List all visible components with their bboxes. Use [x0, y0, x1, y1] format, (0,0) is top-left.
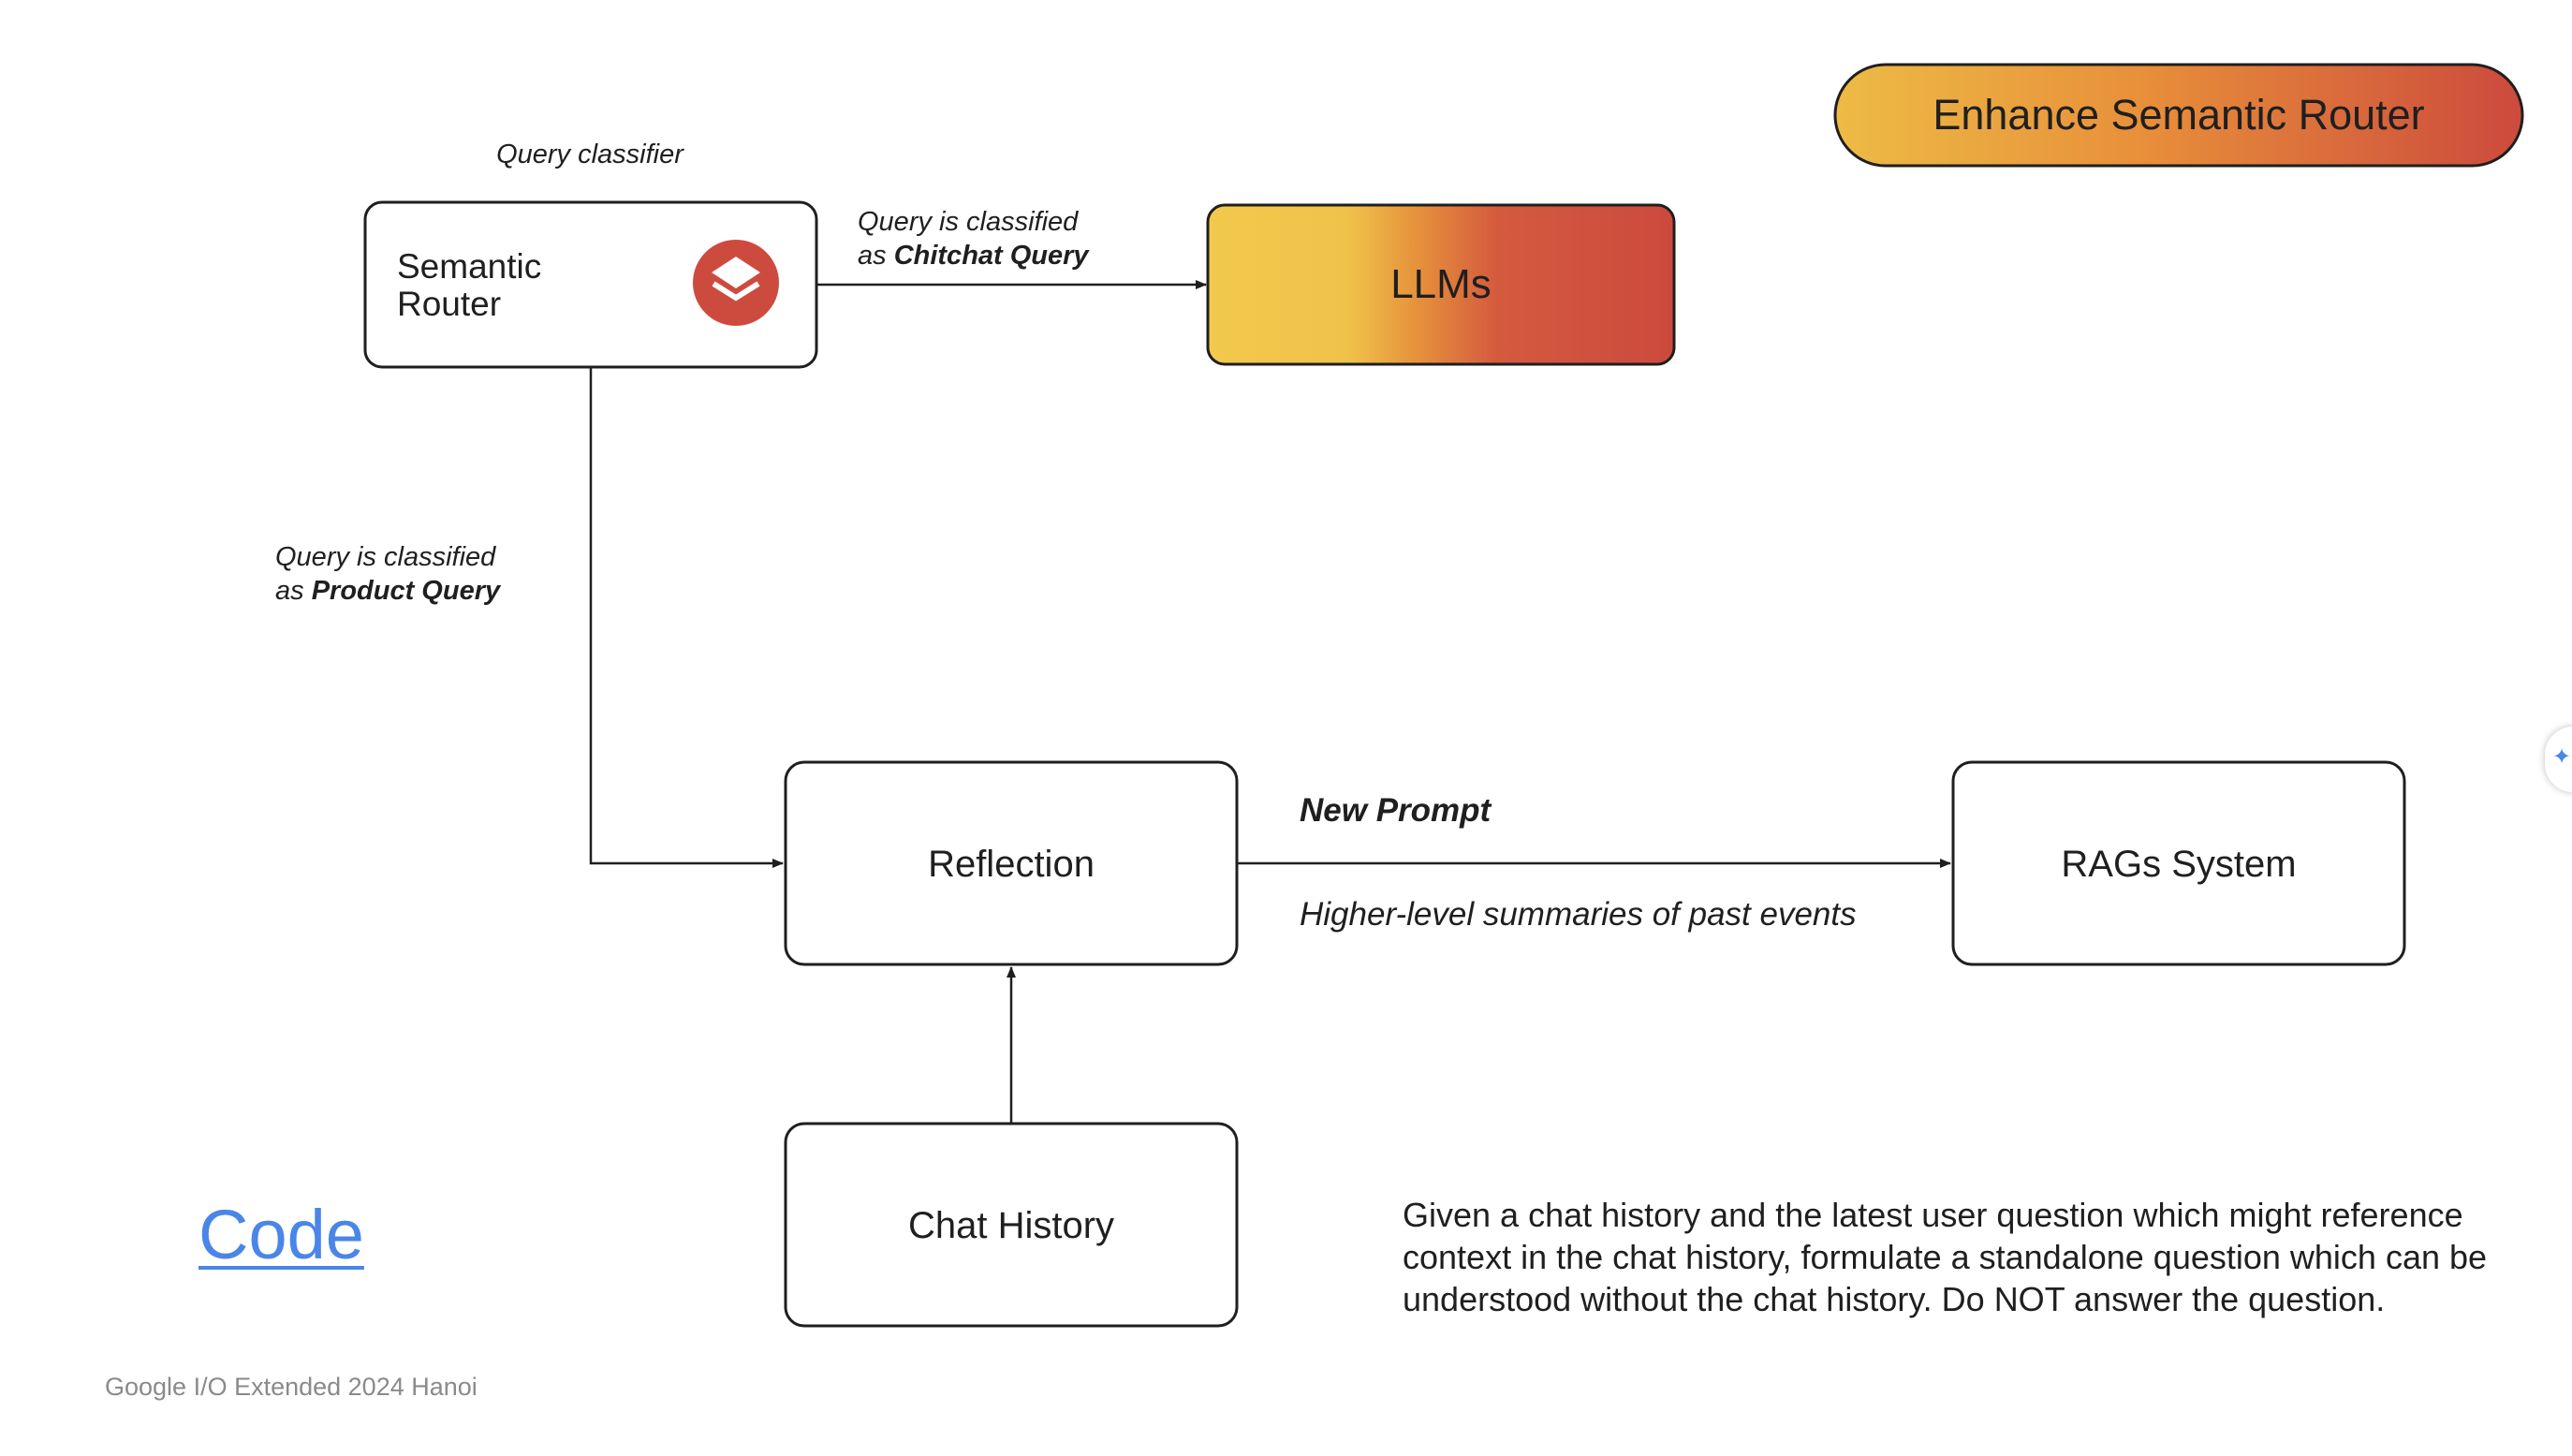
description-line: context in the chat history, formulate a… — [1403, 1238, 2488, 1276]
rags-system-label: RAGs System — [2061, 844, 2296, 885]
chitchat-edge-label-line1: Query is classified — [858, 207, 1079, 237]
chitchat-edge-label-line2: as Chitchat Query — [858, 241, 1090, 271]
description-line: understood without the chat history. Do … — [1403, 1280, 2386, 1318]
chat-history-label: Chat History — [908, 1205, 1114, 1246]
llms-label: LLMs — [1390, 261, 1492, 307]
code-link[interactable]: Code — [198, 1196, 364, 1273]
llms-node: LLMs — [1206, 203, 1676, 366]
chat-history-node: Chat History — [784, 1122, 1239, 1328]
enhance-semantic-router-badge: Enhance Semantic Router — [1833, 63, 2524, 168]
reflection-node: Reflection — [784, 760, 1239, 966]
query-classifier-caption: Query classifier — [496, 140, 684, 169]
footer-event-name: Google I/O Extended 2024 Hanoi — [105, 1373, 478, 1401]
reflection-label: Reflection — [928, 844, 1095, 885]
semantic-router-label-line2: Router — [397, 285, 501, 323]
higher-level-summaries-label: Higher-level summaries of past events — [1300, 896, 1857, 933]
new-prompt-label: New Prompt — [1300, 792, 1492, 829]
badge-label: Enhance Semantic Router — [1933, 91, 2424, 139]
semantic-router-label-line1: Semantic — [397, 247, 541, 286]
reformulation-prompt-text: Given a chat history and the latest user… — [1403, 1194, 2564, 1320]
sparkle-icon: ✦ — [2552, 744, 2572, 770]
semantic-router-node: Semantic Router — [363, 200, 818, 369]
product-edge-label-line1: Query is classified — [275, 542, 496, 572]
layers-icon — [693, 240, 779, 326]
chitchat-edge: Query is classified as Chitchat Query — [816, 207, 1207, 289]
product-edge-label-line2: as Product Query — [275, 576, 502, 606]
product-query-edge: Query is classified as Product Query — [275, 367, 784, 868]
rags-system-node: RAGs System — [1951, 760, 2406, 966]
new-prompt-edge: New Prompt Higher-level summaries of pas… — [1237, 792, 1951, 933]
description-line: Given a chat history and the latest user… — [1403, 1196, 2463, 1234]
